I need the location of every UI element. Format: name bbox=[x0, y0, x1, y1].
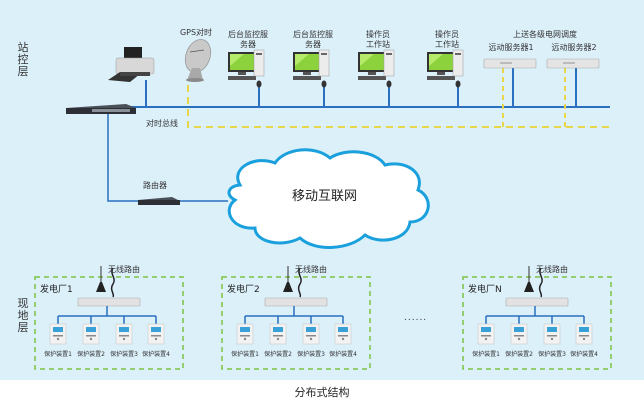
plant-name: 发电厂2 bbox=[227, 285, 260, 295]
diagram-lines bbox=[34, 39, 612, 370]
operator-ws-2-label: 操作员工作站 bbox=[435, 30, 459, 49]
remote-server-2-icon bbox=[546, 58, 600, 69]
plant-1-box bbox=[34, 276, 184, 370]
backend-server-2-label: 后台监控服务器 bbox=[293, 30, 333, 49]
cable-icon bbox=[110, 267, 115, 298]
diagram-canvas: 站控层 现地层 GPS对时 后台监控服务器 后台监控服务器 操作员工作站 操作员… bbox=[0, 0, 644, 380]
protection-device-label: 保护装置2 bbox=[505, 351, 533, 358]
wireless-router-label: 无线路由 bbox=[295, 265, 327, 274]
plant-name: 发电厂N bbox=[468, 285, 502, 295]
operator-ws-1-label: 操作员工作站 bbox=[366, 30, 390, 49]
protection-device-label: 保护装置1 bbox=[44, 351, 72, 358]
backend-server-2-icon bbox=[293, 49, 330, 88]
operator-ws-1-icon bbox=[358, 49, 395, 88]
router-label: 路由器 bbox=[143, 181, 167, 190]
printer-icon bbox=[108, 47, 155, 82]
router-icon bbox=[138, 197, 180, 205]
figure-caption: 分布式结构 bbox=[294, 386, 350, 399]
operator-ws-2-icon bbox=[427, 49, 464, 88]
plant-name: 发电厂1 bbox=[40, 285, 73, 295]
timing-bus-line bbox=[187, 85, 610, 128]
plant-n-box bbox=[462, 276, 612, 370]
wireless-router-unit bbox=[77, 297, 141, 307]
protection-device-label: 保护装置3 bbox=[110, 351, 138, 358]
wireless-router-label: 无线路由 bbox=[108, 265, 140, 274]
wireless-router-label: 无线路由 bbox=[536, 265, 568, 274]
backend-server-1-label: 后台监控服务器 bbox=[228, 30, 268, 49]
remote-server-1-icon bbox=[483, 58, 537, 69]
network-switch bbox=[66, 104, 136, 114]
plant-3-network bbox=[477, 266, 593, 345]
protection-device-label: 保护装置1 bbox=[472, 351, 500, 358]
station-layer-label: 站控层 bbox=[17, 41, 29, 78]
protection-device-label: 保护装置2 bbox=[264, 351, 292, 358]
wireless-router-unit bbox=[505, 297, 569, 307]
protection-device-label: 保护装置2 bbox=[77, 351, 105, 358]
cable-icon bbox=[297, 267, 302, 298]
protection-device-label: 保护装置3 bbox=[297, 351, 325, 358]
protection-device-label: 保护装置4 bbox=[570, 351, 598, 358]
gps-dish-icon bbox=[184, 39, 212, 82]
field-layer-label: 现地层 bbox=[17, 297, 29, 334]
gps-label: GPS对时 bbox=[179, 28, 213, 37]
plant-1-network bbox=[49, 266, 165, 345]
internet-cloud bbox=[227, 148, 430, 249]
protection-device-label: 保护装置4 bbox=[142, 351, 170, 358]
ellipsis: ...... bbox=[404, 313, 428, 323]
protection-device-label: 保护装置4 bbox=[329, 351, 357, 358]
wireless-router-unit bbox=[264, 297, 328, 307]
upload-dispatch-label: 上送各级电网调度 bbox=[513, 30, 577, 39]
cable-icon bbox=[538, 267, 543, 298]
backend-server-1-icon bbox=[228, 49, 265, 88]
protection-device-label: 保护装置3 bbox=[538, 351, 566, 358]
protection-device-label: 保护装置1 bbox=[231, 351, 259, 358]
cloud-label: 移动互联网 bbox=[292, 189, 358, 204]
plant-2-network bbox=[236, 266, 352, 345]
plant-2-box bbox=[221, 276, 371, 370]
remote-server-2-label: 远动服务器2 bbox=[551, 43, 597, 52]
timing-bus-label: 对时总线 bbox=[146, 119, 178, 128]
remote-server-1-label: 远动服务器1 bbox=[488, 43, 534, 52]
switch-router-link bbox=[107, 113, 140, 202]
